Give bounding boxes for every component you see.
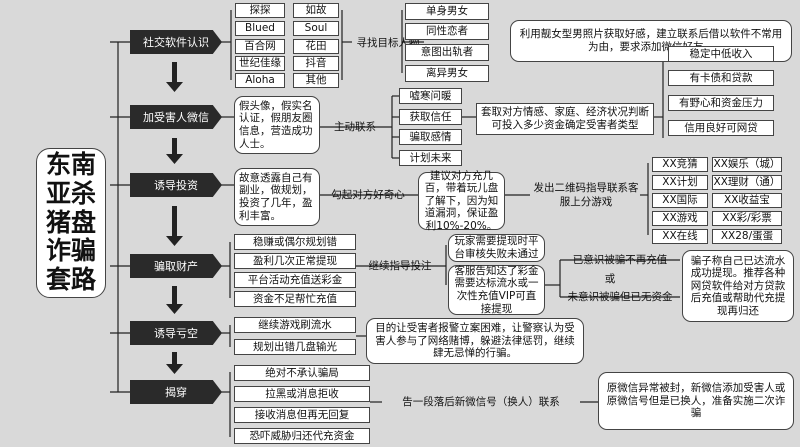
find-target-label: 寻找目标人物 bbox=[356, 36, 420, 49]
expose-note: 原微信异常被封，新微信添加受害人或原微信号但是已换人，准备实施二次诈骗 bbox=[598, 372, 794, 430]
cs-excuse-note: 客服告知达了彩金需要达标流水或一次性充值VIP可直接提现 bbox=[448, 265, 545, 315]
stage-social-app: 社交软件认识 bbox=[130, 30, 222, 54]
app-item: 抖音 bbox=[293, 56, 339, 71]
platform-item: XX游戏 bbox=[652, 211, 708, 226]
app-item: 百合网 bbox=[235, 39, 285, 54]
suggest-note: 建议对方充几百，带着玩儿盘了解下，因为知道漏洞，保证盈利10%-20%。 bbox=[418, 170, 505, 232]
victim-type: 稳定中低收入 bbox=[668, 46, 774, 62]
platform-item: XX彩/彩票 bbox=[712, 211, 782, 226]
diagram-title: 东南亚杀猪盘诈骗套路 bbox=[36, 148, 106, 298]
defraud-item: 资金不足帮忙充值 bbox=[234, 291, 356, 307]
contact-label: 主动联系 bbox=[334, 121, 376, 133]
platform-item: XX竞猜 bbox=[652, 157, 708, 172]
expose-item: 拉黑或消息拒收 bbox=[234, 386, 370, 402]
platform-item: XX计划 bbox=[652, 175, 708, 190]
target-item: 单身男女 bbox=[405, 3, 489, 20]
platform-item: XX理财（通） bbox=[712, 175, 782, 190]
defraud-item: 平台活动充值送彩金 bbox=[234, 272, 356, 288]
loan-excuse-note: 骗子称自己已达流水成功提现。推荐各种网贷软件给对方贷款后充值或帮助代充提现再归还 bbox=[682, 250, 794, 322]
invest-desc: 故意透露自己有副业，做规划，投资了几年，盈利丰富。 bbox=[234, 168, 320, 226]
app-item: 如故 bbox=[293, 3, 339, 18]
aware-stop-label: 已意识被骗不再充值 bbox=[572, 254, 668, 266]
guide-bet-label: 继续指导投注 bbox=[368, 260, 432, 272]
platform-item: XX28/蛋蛋 bbox=[712, 229, 782, 244]
platform-item: XX国际 bbox=[652, 193, 708, 208]
expose-item: 恐吓威胁归还代充资金 bbox=[234, 428, 370, 444]
stage-expose: 揭穿 bbox=[130, 380, 222, 404]
expose-item: 绝对不承认骗局 bbox=[234, 365, 370, 381]
target-item: 离异男女 bbox=[405, 65, 489, 82]
platform-item: XX收益宝 bbox=[712, 193, 782, 208]
contact-action: 获取信任 bbox=[399, 109, 462, 125]
contact-action: 嘘寒问暖 bbox=[399, 88, 462, 104]
withdraw-fail-note: 玩家需要提现时平台审核失败未通过 bbox=[448, 234, 545, 262]
deficit-note: 目的让受害者报警立案困难，让警察认为受害人参与了网络赌博，躲避法律惩罚，继续肆无… bbox=[366, 318, 584, 364]
new-wechat-label: 告一段落后新微信号（换人）联系 bbox=[402, 396, 560, 408]
app-item: 其他 bbox=[293, 73, 339, 88]
or-label: 或 bbox=[604, 273, 616, 285]
deficit-item: 继续游戏刷流水 bbox=[234, 317, 356, 333]
platform-item: XX娱乐（城） bbox=[712, 157, 782, 172]
assess-note: 套取对方情感、家庭、经济状况判断可投入多少资金确定受害者类型 bbox=[476, 103, 654, 135]
target-item: 同性恋者 bbox=[405, 23, 489, 40]
expose-item: 接收消息但再无回复 bbox=[234, 407, 370, 423]
unaware-label: 未意识被骗但已无资金 bbox=[567, 291, 673, 303]
stage-induce-invest: 诱导投资 bbox=[130, 173, 222, 197]
app-item: 花田 bbox=[293, 39, 339, 54]
app-item: 探探 bbox=[235, 3, 285, 18]
stage-defraud: 骗取财产 bbox=[130, 254, 222, 278]
deficit-item: 规划出错几盘输光 bbox=[234, 339, 356, 355]
contact-action: 计划未来 bbox=[399, 150, 462, 166]
contact-action: 骗取感情 bbox=[399, 129, 462, 145]
stage-deficit: 诱导亏空 bbox=[130, 321, 222, 345]
defraud-item: 稳赚或偶尔规划错 bbox=[234, 234, 356, 250]
qr-guide-label: 发出二维码指导联系客服上分游戏 bbox=[533, 182, 639, 208]
app-item: Aloha bbox=[235, 73, 285, 88]
app-item: Soul bbox=[293, 21, 339, 36]
curiosity-label: 勾起对方好奇心 bbox=[331, 189, 405, 201]
victim-type: 有卡债和贷款 bbox=[668, 70, 774, 86]
victim-type: 有野心和资金压力 bbox=[668, 95, 774, 111]
victim-type: 信用良好可网贷 bbox=[668, 120, 774, 136]
stage-add-wechat: 加受害人微信 bbox=[130, 105, 222, 129]
app-item: Blued bbox=[235, 21, 285, 36]
target-item: 意图出轨者 bbox=[405, 44, 489, 61]
fake-profile-desc: 假头像，假实名认证，假朋友圈信息，营造成功人士。 bbox=[234, 96, 320, 154]
platform-item: XX在线 bbox=[652, 229, 708, 244]
app-item: 世纪佳缘 bbox=[235, 56, 285, 71]
defraud-item: 盈利几次正常提现 bbox=[234, 253, 356, 269]
